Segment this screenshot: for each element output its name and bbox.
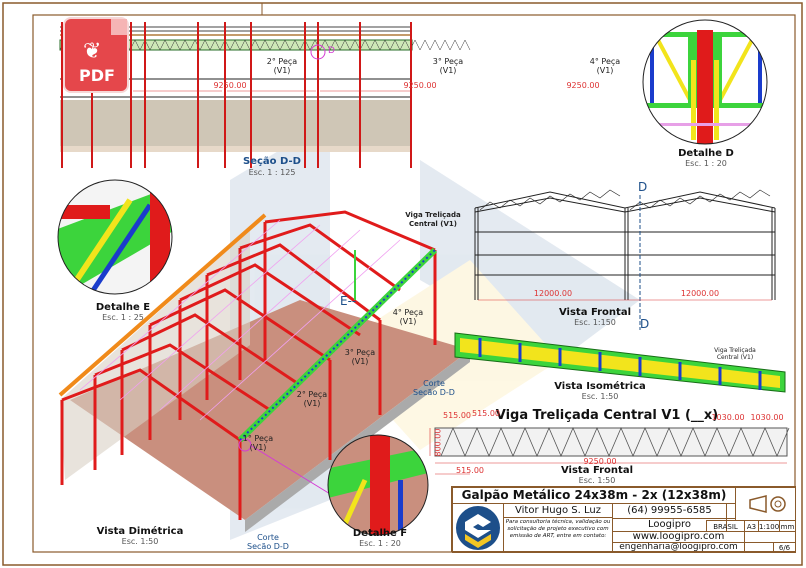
front-dim-1: 12000.00 <box>533 289 573 298</box>
front-dim-2: 12000.00 <box>680 289 720 298</box>
projection-symbol-icon <box>735 487 796 521</box>
beam-view-scale: Esc. 1:50 <box>578 476 616 485</box>
front-marker-d-bottom: D <box>640 317 650 331</box>
section-piece-3: 3° Peça(V1) <box>432 57 464 75</box>
beam-heading: Viga Treliçada Central V1 (__x) <box>495 408 719 423</box>
dimetric-piece-4: 4° Peça(V1) <box>392 308 424 326</box>
pdf-acrobat-icon: ❦ <box>83 39 102 64</box>
detail-e-scale: Esc. 1 : 25 <box>102 313 144 322</box>
detail-d-drawing <box>642 19 768 145</box>
beam-frontal-drawing <box>429 426 790 475</box>
detail-e-title: Detalhe E <box>95 302 151 313</box>
beam-view-title: Vista Frontal <box>560 465 634 476</box>
pdf-label: PDF <box>79 66 115 85</box>
front-view-title: Vista Frontal <box>558 307 632 318</box>
section-dd-scale: Esc. 1 : 125 <box>248 168 296 177</box>
beam-dim-top-left-1: 515.00 <box>443 411 471 420</box>
dimetric-scale: Esc. 1:50 <box>121 537 159 546</box>
section-dim-1: 9250.00 <box>213 81 247 90</box>
detail-d-title: Detalhe D <box>678 148 734 159</box>
section-piece-4: 4° Peça(V1) <box>589 57 621 75</box>
front-marker-d-top: D <box>638 180 648 194</box>
detail-e-drawing <box>57 179 173 295</box>
front-view-drawing <box>474 189 776 330</box>
beam-dim-top-right-1: 1030.00 <box>711 413 745 422</box>
iso-beam-drawing <box>454 332 786 393</box>
inner-frame <box>32 14 796 553</box>
author: Vitor Hugo S. Luz <box>503 503 613 518</box>
detail-f-drawing <box>327 434 429 536</box>
detail-d-scale: Esc. 1 : 20 <box>685 159 727 168</box>
beam-dim-top-right-2: 1030.00 <box>750 413 784 422</box>
dimetric-piece-3: 3° Peça(V1) <box>344 348 376 366</box>
contact-note: Para consultoria técnica, validação ou s… <box>503 517 613 553</box>
title-block: Galpão Metálico 24x38m - 2x (12x38m) Vit… <box>451 486 796 553</box>
detail-f-title: Detalhe F <box>352 528 408 539</box>
section-marker-d: D <box>328 46 335 56</box>
beam-height-dim: 800.00 <box>433 428 443 457</box>
loogipro-logo <box>452 503 504 553</box>
section-dim-2: 9250.00 <box>403 81 437 90</box>
pdf-icon[interactable]: ❦ PDF <box>63 17 129 93</box>
phone: (64) 99955-6585 <box>612 503 727 519</box>
detail-f-scale: Esc. 1 : 20 <box>359 539 401 548</box>
section-dd-title: Seção D-D <box>243 156 301 167</box>
sheet-number: 6/6 <box>773 542 796 553</box>
front-view-scale: Esc. 1:150 <box>574 318 616 327</box>
project-title: Galpão Metálico 24x38m - 2x (12x38m) <box>452 487 736 504</box>
dimetric-title: Vista Dimétrica <box>96 526 184 537</box>
iso-view-scale: Esc. 1:50 <box>581 392 619 401</box>
beam-bottom-left-dim: 515.00 <box>456 466 484 475</box>
iso-view-title: Vista Isométrica <box>554 381 646 392</box>
dimetric-piece-1: 1° Peça(V1) <box>242 434 274 452</box>
beam-total-dim: 9250.00 <box>583 457 617 466</box>
section-piece-2: 2° Peça(V1) <box>266 57 298 75</box>
section-dim-3: 9250.00 <box>566 81 600 90</box>
dimetric-marker-e: E-- <box>340 294 357 308</box>
beam-dim-top-left-2: 515.00 <box>472 409 500 418</box>
email-link[interactable]: engenharia@loogipro.com <box>612 542 745 553</box>
dimetric-piece-2: 2° Peça(V1) <box>296 390 328 408</box>
